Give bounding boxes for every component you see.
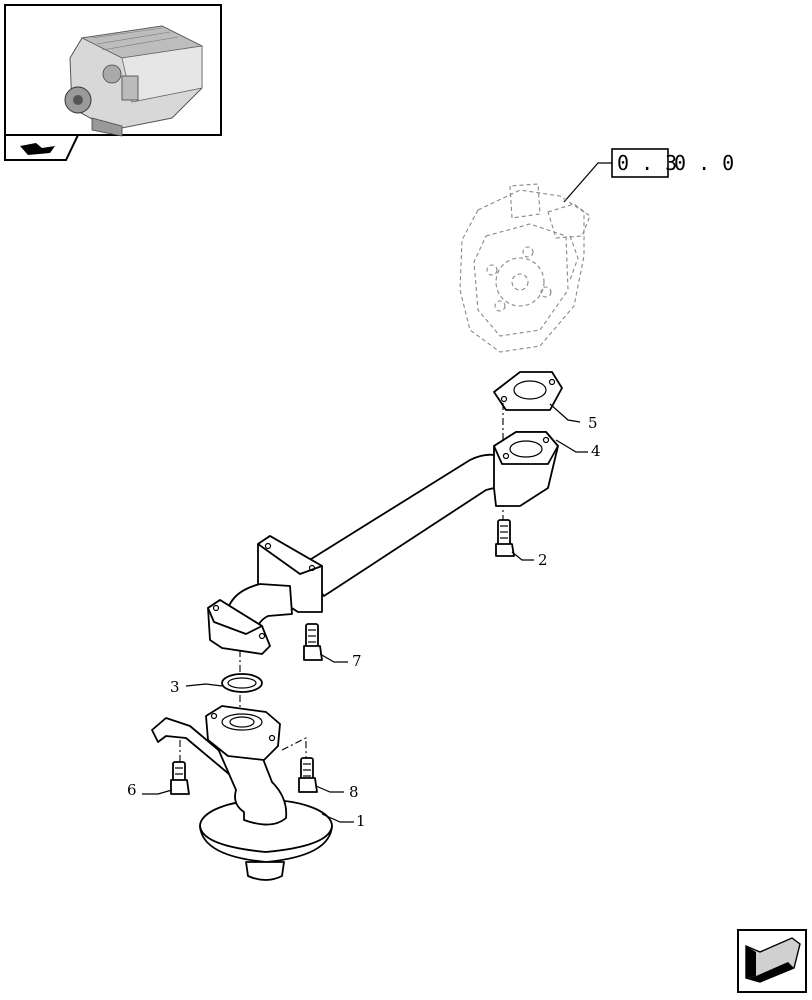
reference-rest: 0 . 0 <box>674 151 734 175</box>
o-ring-3[interactable]: 3 <box>170 673 263 696</box>
bolt-8[interactable]: 8 <box>298 757 359 801</box>
callout-1: 1 <box>356 812 366 830</box>
bolt-7[interactable]: 7 <box>303 623 362 670</box>
callout-3: 3 <box>170 678 180 696</box>
callout-7: 7 <box>352 652 362 670</box>
engine-thumbnail-icon[interactable] <box>4 4 222 137</box>
callout-4-group: 4 <box>555 439 601 460</box>
reference-label: 0 . 3 0 . 0 <box>563 148 734 203</box>
callout-5-group: 5 <box>549 403 598 432</box>
callout-2: 2 <box>538 551 548 569</box>
callout-5: 5 <box>588 414 598 432</box>
callout-6: 6 <box>127 781 137 799</box>
previous-page-icon[interactable] <box>4 134 80 161</box>
callout-8: 8 <box>349 783 359 801</box>
reference-pump-ghost <box>459 183 591 353</box>
oil-strainer-1[interactable]: 1 <box>151 705 366 881</box>
callout-4: 4 <box>591 442 601 460</box>
gasket-5[interactable] <box>493 371 563 411</box>
bolt-2[interactable]: 2 <box>495 519 548 569</box>
reference-boxed: 0 . 3 <box>617 151 677 175</box>
next-page-arrow-icon[interactable] <box>737 929 807 993</box>
bolt-6[interactable]: 6 <box>127 761 190 799</box>
suction-pipe-4[interactable] <box>207 431 559 655</box>
